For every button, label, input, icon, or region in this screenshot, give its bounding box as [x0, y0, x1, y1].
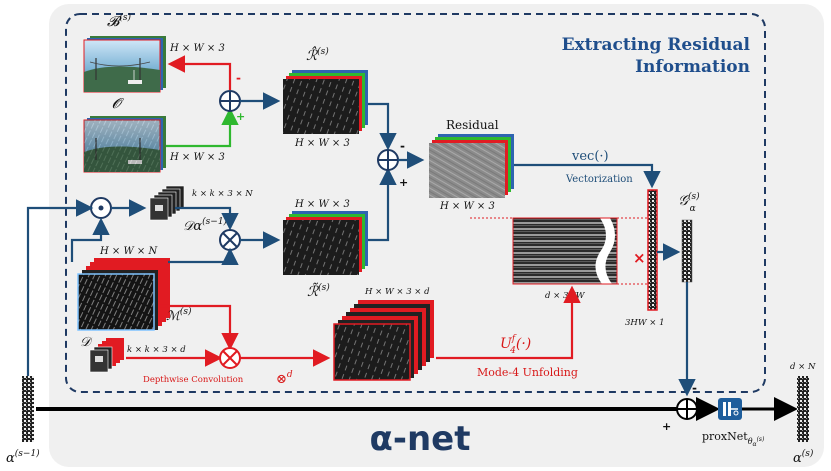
minus-3: - — [692, 381, 697, 395]
vectorization-label: Vectorization — [565, 174, 633, 185]
m-dim: H × W × N — [99, 246, 158, 257]
alpha-out-label: α(s) — [793, 448, 814, 466]
net-title: α-net — [370, 419, 471, 459]
b-dim: H × W × 3 — [169, 43, 225, 54]
minus-1: - — [236, 71, 241, 85]
d-label: 𝒟 — [80, 335, 93, 350]
r-tilde-dim: H × W × 3 — [294, 199, 350, 210]
arrow-m-to-odot — [70, 217, 110, 262]
proxnet-label: proxNetθα(s) — [702, 430, 765, 448]
odot-node — [90, 197, 112, 219]
residual-stack — [429, 134, 514, 198]
residual-dim: H × W × 3 — [439, 201, 495, 212]
arrow-m-to-depthwise — [160, 304, 239, 351]
title-line2: Information — [635, 57, 750, 77]
hw3d-dim: H × W × 3 × d — [364, 287, 430, 297]
otimes-d-label: ⊗d — [276, 370, 293, 387]
arrow-rtilde-to-sum2 — [368, 167, 397, 242]
alpha-out-vector — [797, 376, 809, 442]
arrow-o-to-sum1 — [166, 107, 239, 148]
outer-panel — [49, 4, 824, 467]
b-image — [83, 36, 166, 93]
d-alpha-dim: k × k × 3 × N — [192, 189, 253, 199]
arrow-m-to-otimes — [168, 247, 239, 266]
r-hat-label: ℛ̂(s) — [306, 45, 329, 64]
proxnet-icon — [718, 398, 742, 420]
unfolded-matrix — [512, 217, 618, 285]
dashed-region — [65, 13, 766, 393]
depthwise-label: Depthwise Convolution — [143, 375, 244, 385]
multiply-cross: × — [633, 249, 646, 267]
sum-node-3 — [676, 398, 698, 420]
arrow-dalpha-to-otimes — [175, 206, 239, 231]
col-dim: 3HW × 1 — [625, 318, 665, 328]
plus-2: + — [399, 176, 408, 189]
vec-label: vec(·) — [571, 149, 609, 164]
otimes-node-1 — [219, 229, 241, 251]
title-line1: Extracting Residual — [562, 35, 751, 55]
o-image — [83, 116, 166, 173]
alpha-in-label: α(s−1) — [6, 448, 40, 466]
unfold-dim: d × 3HW — [545, 291, 586, 301]
g-vector — [681, 219, 693, 283]
d-alpha-label: 𝒟α(s−1) — [183, 216, 228, 234]
m-label: ℳ(s) — [166, 306, 192, 324]
alpha-in-vector — [22, 376, 34, 442]
b-label: 𝓑(s) — [107, 12, 131, 30]
residual-label: Residual — [446, 118, 499, 132]
dn-label: d × N — [790, 362, 816, 372]
r-hat-dim: H × W × 3 — [294, 138, 350, 149]
arrow-sum1-to-b — [167, 55, 232, 90]
arrow-residual-to-vector — [514, 163, 661, 189]
arrow-stack-to-unfold — [436, 285, 581, 360]
hw3d-stack — [333, 300, 434, 381]
residual-vector — [647, 189, 658, 311]
depthwise-node — [219, 347, 241, 369]
r-hat-stack — [283, 70, 368, 134]
arrow-rhat-to-sum2 — [368, 102, 397, 151]
r-tilde-label: ℛ̃(s) — [307, 282, 330, 300]
plus-3: + — [662, 420, 671, 433]
sum-node-1 — [219, 90, 241, 112]
d-stack — [89, 338, 124, 373]
minus-2: - — [400, 139, 405, 153]
d-dim: k × k × 3 × d — [127, 345, 186, 355]
mode4-label: Mode-4 Unfolding — [477, 366, 578, 379]
g-label: 𝒢(s)α — [678, 191, 700, 214]
sum-node-2 — [377, 149, 399, 171]
m-stack — [77, 258, 170, 331]
plus-1: + — [236, 110, 245, 123]
r-tilde-stack — [283, 211, 368, 275]
o-dim: H × W × 3 — [169, 152, 225, 163]
d-alpha-stack — [149, 185, 185, 221]
arrow-alpha-to-odot — [26, 199, 94, 392]
